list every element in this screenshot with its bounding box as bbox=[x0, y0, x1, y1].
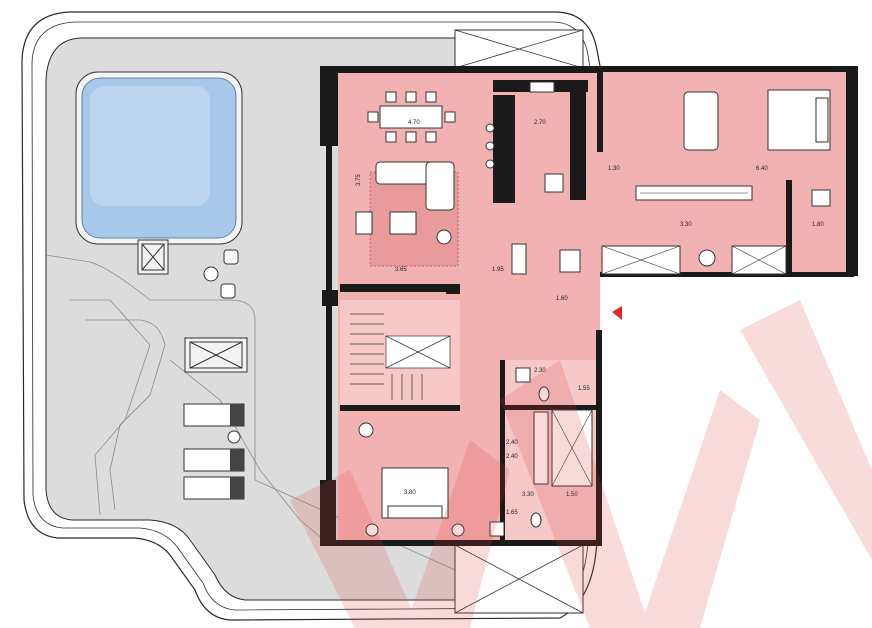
kitchen-appliances bbox=[511, 81, 581, 275]
wall-right-wing-mid bbox=[786, 180, 792, 275]
walls bbox=[320, 66, 858, 546]
wall-corridor bbox=[597, 72, 603, 152]
terrace-path-line-4 bbox=[169, 359, 331, 546]
wall-right-wing-right bbox=[846, 66, 858, 276]
skylight-2 bbox=[184, 337, 248, 373]
toilet-2 bbox=[530, 512, 542, 528]
wardrobe-box-2 bbox=[731, 245, 787, 275]
wall-left-glazing bbox=[320, 480, 336, 544]
master-furniture bbox=[601, 89, 831, 275]
wall-left-mid bbox=[326, 146, 332, 546]
wall-outer-top-left bbox=[322, 66, 597, 73]
roof-box-bottom bbox=[454, 544, 584, 614]
wardrobe-strip bbox=[533, 411, 549, 485]
wall-bath-vertical bbox=[500, 360, 505, 540]
terrace-furniture bbox=[137, 239, 248, 500]
triangle-left-icon bbox=[612, 306, 622, 320]
nightstand-2 bbox=[451, 523, 465, 537]
terrace-path-line bbox=[45, 254, 456, 571]
chair-bed2 bbox=[358, 422, 374, 438]
pool-water-highlight bbox=[90, 86, 210, 206]
wall-kitchen-right bbox=[570, 80, 586, 200]
toilet-1 bbox=[538, 386, 550, 402]
wall-bed2-top bbox=[340, 405, 460, 411]
column-1 bbox=[446, 284, 460, 294]
dim-hall-2b: 2.40 bbox=[506, 454, 518, 460]
watermark bbox=[290, 300, 872, 628]
wardrobe-box-1 bbox=[601, 245, 681, 275]
chair-icon bbox=[220, 249, 239, 299]
side-table bbox=[436, 229, 452, 245]
living-set bbox=[355, 123, 495, 267]
sunbed-icon-2 bbox=[183, 448, 245, 472]
pool bbox=[75, 71, 243, 245]
bathrooms bbox=[489, 367, 593, 537]
dim-living-depth: 3.75 bbox=[356, 174, 362, 186]
pillows bbox=[815, 97, 829, 143]
master-bath-wc bbox=[811, 189, 831, 207]
stairs bbox=[350, 313, 451, 400]
dim-bath2-h: 1.65 bbox=[506, 510, 518, 516]
dining-set bbox=[367, 91, 456, 143]
sunbed-icon-3 bbox=[183, 476, 245, 500]
pendant-lights bbox=[485, 123, 495, 169]
wall-living-bottom bbox=[340, 284, 460, 292]
ottoman bbox=[698, 249, 716, 267]
dimension-labels: 4.70 2.70 3.75 3.65 1.95 1.60 1.30 6.40 … bbox=[356, 120, 824, 516]
armchair bbox=[355, 211, 373, 235]
dim-bath-small-h: 1.55 bbox=[578, 386, 590, 392]
column-2 bbox=[322, 290, 338, 306]
dim-master-bath: 1.80 bbox=[812, 222, 824, 228]
dim-master-width: 6.40 bbox=[756, 166, 768, 172]
sofa-master bbox=[683, 91, 719, 151]
terrace-outer-line bbox=[21, 11, 601, 621]
terrace-path-line-2 bbox=[85, 319, 166, 511]
dim-corridor: 1.30 bbox=[608, 166, 620, 172]
roof-box-top bbox=[454, 29, 584, 69]
terrace-mid-line bbox=[31, 21, 591, 611]
dining-table bbox=[379, 105, 443, 129]
dim-door-1: 1.60 bbox=[556, 296, 568, 302]
wall-outer-left bbox=[320, 66, 338, 146]
coffee-table bbox=[389, 211, 417, 235]
wall-right-wing-top bbox=[597, 66, 852, 72]
wall-right-wing-bottom bbox=[600, 272, 854, 277]
skylight-1 bbox=[137, 239, 169, 275]
dim-living-width: 3.65 bbox=[395, 267, 407, 273]
wall-bath-divider bbox=[500, 405, 596, 410]
sofa-chaise bbox=[425, 161, 455, 211]
dim-bath-small-w: 2.30 bbox=[534, 368, 546, 374]
bedroom-2 bbox=[358, 422, 465, 537]
dim-hall-2a: 2.40 bbox=[506, 440, 518, 446]
bed-2-pillows bbox=[387, 505, 443, 519]
dim-bath2-x: 1.50 bbox=[566, 492, 578, 498]
dim-bed2-width: 3.80 bbox=[404, 490, 416, 496]
dim-dressing: 3.30 bbox=[680, 222, 692, 228]
wall-kitchen-island bbox=[493, 95, 515, 203]
dim-dining-width: 4.70 bbox=[408, 120, 420, 126]
nightstand-1 bbox=[365, 523, 379, 537]
side-table-icon bbox=[227, 430, 241, 444]
sink-2 bbox=[489, 521, 505, 537]
dim-kitchen-width: 2.70 bbox=[534, 120, 546, 126]
dim-bath2-w: 3.30 bbox=[522, 492, 534, 498]
wall-outer-bottom bbox=[320, 540, 602, 546]
sink-1 bbox=[515, 367, 531, 383]
sunbed-icon bbox=[183, 403, 245, 427]
round-table-icon bbox=[203, 266, 219, 282]
wall-right-lower bbox=[596, 330, 602, 545]
dim-hall-width: 1.95 bbox=[492, 267, 504, 273]
terrace-path-line-3 bbox=[70, 299, 151, 516]
